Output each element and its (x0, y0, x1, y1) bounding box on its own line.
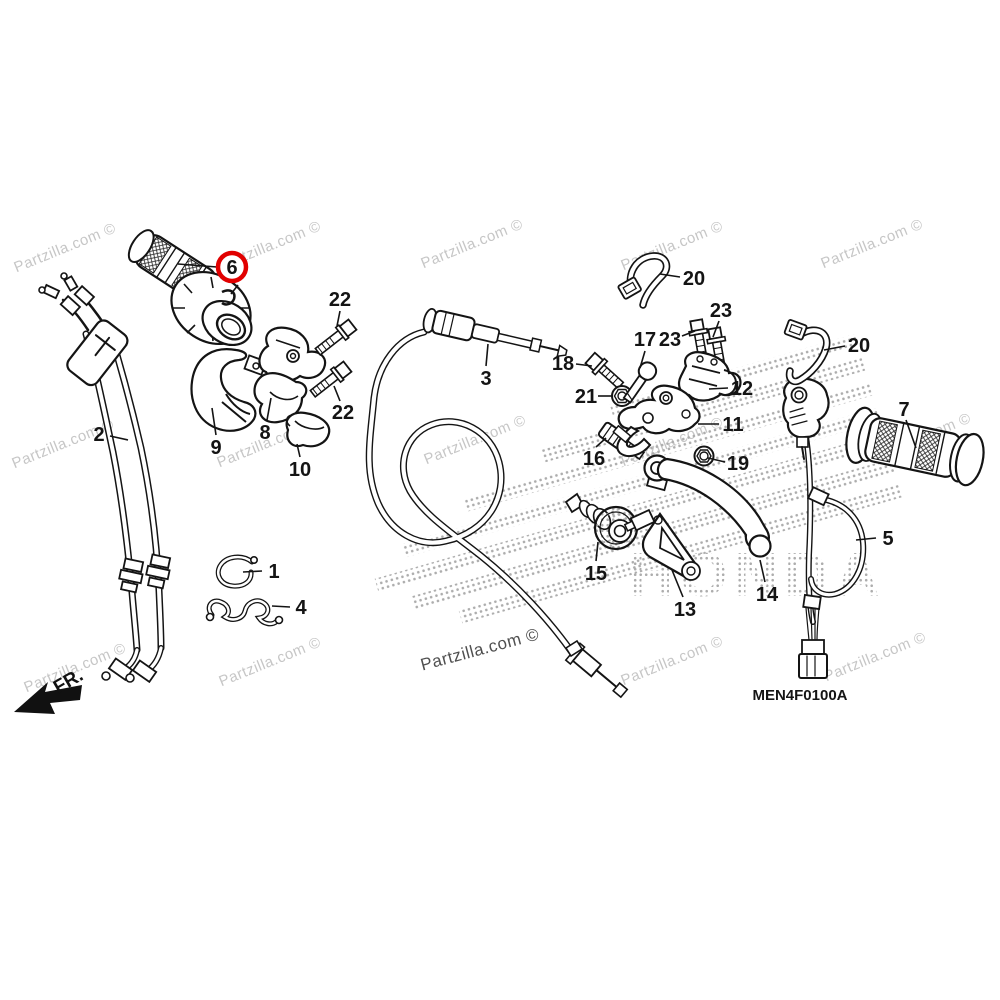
leader-line-part-9 (211, 407, 217, 436)
part-8-housing-upper-drawing (253, 326, 327, 424)
part-7-grip-drawing (845, 406, 985, 487)
leader-line-part-13 (671, 569, 684, 598)
part-label-19: 19 (727, 453, 749, 475)
part-label-2: 2 (93, 424, 104, 446)
leader-line-part-19 (707, 457, 726, 463)
part-2-throttle-cables-drawing (38, 272, 172, 684)
leader-line-part-3 (485, 343, 489, 367)
leader-line-part-4 (271, 605, 291, 608)
leader-line-part-15 (595, 541, 599, 562)
leader-line-part-12 (708, 387, 729, 390)
part-label-4: 4 (295, 597, 307, 619)
part-label-15: 15 (585, 563, 607, 585)
part-3-cable-drawing (365, 307, 629, 699)
leader-line-part-18 (575, 363, 593, 367)
part-label-12: 12 (731, 378, 753, 400)
leader-line-part-22 (333, 385, 341, 402)
part-label-23: 23 (710, 300, 732, 322)
part-label-21: 21 (575, 386, 597, 408)
part-label-3: 3 (480, 368, 491, 390)
leader-line-part-20 (823, 345, 846, 351)
part-label-14: 14 (756, 584, 779, 606)
part-label-5: 5 (882, 528, 893, 550)
part-5-switch-drawing (782, 377, 867, 679)
highlight-circle-part-6 (215, 250, 249, 284)
leader-line-part-20 (659, 273, 681, 278)
part-label-20: 20 (848, 335, 870, 357)
part-label-10: 10 (289, 459, 311, 481)
part-4-band-clip-drawing (205, 598, 284, 627)
diagram-code: MEN4F0100A (752, 687, 847, 704)
leader-line-part-14 (759, 559, 766, 583)
part-14-lever-drawing (643, 454, 772, 558)
part-label-22: 22 (329, 289, 351, 311)
part-label-16: 16 (583, 448, 605, 470)
part-1-clip-drawing (215, 554, 259, 589)
part-label-22: 22 (332, 402, 354, 424)
part-label-18: 18 (552, 353, 574, 375)
leader-line-part-23 (712, 320, 720, 338)
part-label-13: 13 (674, 599, 696, 621)
part-10-cover-drawing (285, 411, 331, 448)
front-arrow-icon (14, 682, 82, 714)
part-label-11: 11 (722, 414, 743, 436)
part-label-9: 9 (210, 437, 221, 459)
part-label-1: 1 (268, 561, 279, 583)
leader-line-part-1 (242, 570, 263, 573)
part-label-6: 6 (226, 257, 237, 279)
leader-line-part-6 (177, 263, 218, 268)
front-direction-indicator: FR. (14, 665, 87, 714)
part-label-23: 23 (659, 329, 681, 351)
part-20-bands-drawing (617, 252, 831, 386)
leader-line-part-2 (109, 435, 129, 441)
leader-line-part-10 (296, 443, 301, 458)
part-label-20: 20 (683, 268, 705, 290)
part-6-throttle-grip-drawing (127, 229, 253, 347)
leader-line-part-5 (855, 537, 877, 541)
part-22-bolts-drawing (309, 318, 358, 398)
part-9-housing-lower-drawing (190, 348, 268, 432)
part-label-8: 8 (259, 422, 270, 444)
leader-line-part-7 (905, 419, 917, 449)
part-label-17: 17 (634, 329, 656, 351)
leader-line-part-23 (681, 330, 696, 337)
part-13-bracket-drawing (623, 508, 701, 581)
part-19-nut-drawing (693, 445, 715, 467)
leader-line-part-16 (595, 437, 607, 448)
part-label-7: 7 (898, 399, 909, 421)
leader-line-part-22 (336, 310, 341, 327)
part-11-bracket-drawing (612, 384, 701, 457)
leader-line-part-8 (266, 397, 272, 421)
part-label-layer: 1234567891011121314151617181920202122222… (93, 250, 917, 621)
leader-line-part-17 (639, 350, 646, 369)
